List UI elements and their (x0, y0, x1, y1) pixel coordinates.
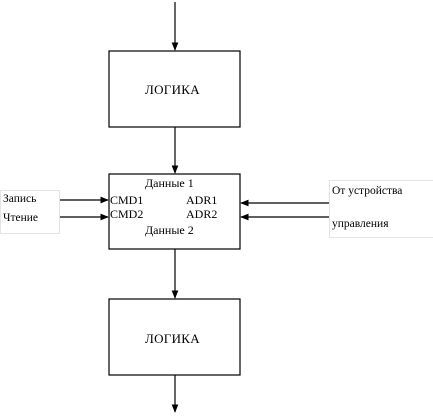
top-logic-label: ЛОГИКА (145, 82, 200, 97)
data2-label: Данные 2 (145, 223, 194, 237)
cmd1-label: CMD1 (110, 193, 144, 207)
cmd2-label: CMD2 (110, 207, 144, 221)
control-device-label-line1: От устройства (332, 185, 403, 197)
center-data-block (108, 173, 241, 250)
adr1-label: ADR1 (186, 193, 218, 207)
top-logic-block (108, 50, 241, 128)
adr2-label: ADR2 (186, 207, 218, 221)
left-input-box (0, 190, 60, 234)
bottom-logic-block (108, 298, 241, 376)
read-input-label: Чтение (3, 212, 39, 224)
right-input-box (329, 180, 433, 238)
write-input-label: Запись (3, 193, 37, 205)
bottom-logic-label: ЛОГИКА (145, 331, 200, 346)
control-device-label-line2: управления (332, 218, 389, 230)
data1-label: Данные 1 (145, 176, 194, 190)
